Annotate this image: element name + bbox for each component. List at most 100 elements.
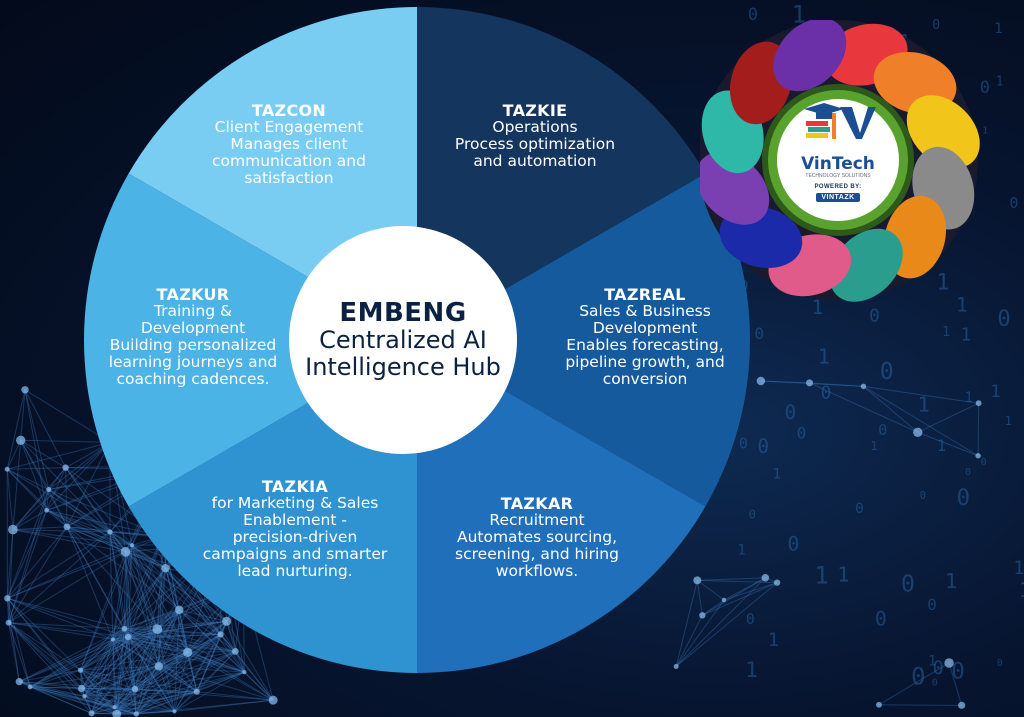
network-node: [120, 547, 131, 557]
network-line: [112, 545, 133, 640]
network-line: [156, 568, 166, 630]
network-line: [48, 489, 133, 546]
network-node: [673, 664, 679, 670]
network-line: [8, 622, 82, 689]
network-line: [123, 628, 175, 712]
network-line: [116, 628, 125, 715]
network-line: [124, 609, 180, 630]
network-line: [131, 545, 158, 630]
network-line: [19, 669, 81, 683]
network-line: [8, 622, 113, 640]
network-line: [46, 509, 126, 553]
network-node: [182, 647, 193, 658]
network-line: [134, 688, 274, 701]
network-line: [112, 638, 236, 652]
network-line: [81, 688, 118, 715]
network-line: [178, 609, 274, 701]
network-line: [128, 633, 221, 638]
network-line: [187, 651, 274, 701]
segment-desc: Operations Process optimization and auto…: [454, 118, 616, 170]
network-line: [125, 551, 136, 690]
segment-title: TAZKUR: [156, 285, 230, 304]
network-line: [125, 551, 227, 622]
segment-text-tazkar: TAZKAR Recruitment Automates sourcing, s…: [432, 495, 642, 580]
network-line: [29, 628, 125, 688]
binary-digit: 0: [1009, 194, 1018, 212]
network-line: [187, 651, 245, 673]
network-line: [136, 699, 274, 715]
network-line: [131, 544, 227, 622]
network-node: [88, 710, 95, 717]
network-line: [165, 567, 221, 635]
network-line: [878, 662, 950, 706]
network-line: [158, 609, 180, 667]
network-line: [127, 636, 137, 715]
network-line: [91, 706, 115, 714]
binary-digit: 1: [928, 653, 937, 669]
network-line: [24, 389, 48, 511]
center-hub: EMBENG Centralized AI Intelligence Hub: [289, 226, 517, 454]
network-line: [917, 431, 979, 457]
network-node: [82, 694, 87, 699]
network-line: [173, 652, 189, 712]
network-line: [134, 689, 137, 715]
network-line: [114, 633, 221, 708]
network-line: [83, 696, 93, 714]
network-line: [7, 544, 133, 599]
network-line: [131, 544, 180, 611]
network-line: [81, 628, 125, 689]
network-line: [29, 639, 114, 688]
network-line: [112, 639, 137, 715]
network-line: [156, 629, 160, 667]
network-line: [81, 687, 135, 690]
network-line: [12, 440, 22, 530]
network-line: [124, 620, 227, 630]
badge-name: VinTech: [801, 154, 875, 174]
network-line: [6, 597, 82, 689]
network-line: [178, 609, 221, 635]
network-line: [809, 382, 864, 387]
network-line: [19, 681, 115, 708]
network-line: [112, 639, 118, 715]
binary-digit: 1: [773, 466, 782, 482]
network-line: [187, 633, 221, 653]
binary-digit: 0: [787, 532, 799, 555]
network-line: [116, 633, 221, 715]
network-line: [124, 628, 221, 635]
network-line: [6, 510, 48, 599]
network-line: [135, 628, 158, 715]
network-line: [79, 669, 93, 714]
network-line: [80, 669, 136, 690]
network-node: [131, 685, 139, 693]
network-line: [6, 598, 31, 688]
network-line: [863, 385, 979, 404]
binary-digit: 0: [869, 306, 880, 326]
network-line: [66, 526, 125, 629]
network-line: [114, 706, 175, 712]
network-line: [131, 545, 160, 667]
network-line: [127, 636, 175, 712]
network-node: [5, 619, 12, 626]
network-line: [114, 609, 180, 708]
network-line: [79, 551, 127, 671]
binary-digit: 0: [746, 611, 755, 628]
network-line: [84, 695, 115, 708]
network-line: [178, 609, 236, 652]
network-line: [81, 639, 114, 689]
network-line: [84, 688, 136, 697]
network-line: [80, 669, 115, 708]
network-line: [8, 622, 92, 714]
network-line: [158, 665, 274, 701]
network-line: [156, 628, 188, 653]
network-node: [231, 647, 239, 655]
network-line: [6, 469, 14, 530]
network-line: [187, 652, 198, 692]
network-line: [112, 638, 188, 653]
network-line: [20, 439, 111, 443]
network-line: [48, 442, 111, 490]
network-line: [136, 691, 197, 715]
network-line: [80, 636, 129, 671]
network-line: [80, 651, 188, 671]
network-line: [84, 695, 117, 715]
binary-digit: 1: [964, 390, 973, 406]
